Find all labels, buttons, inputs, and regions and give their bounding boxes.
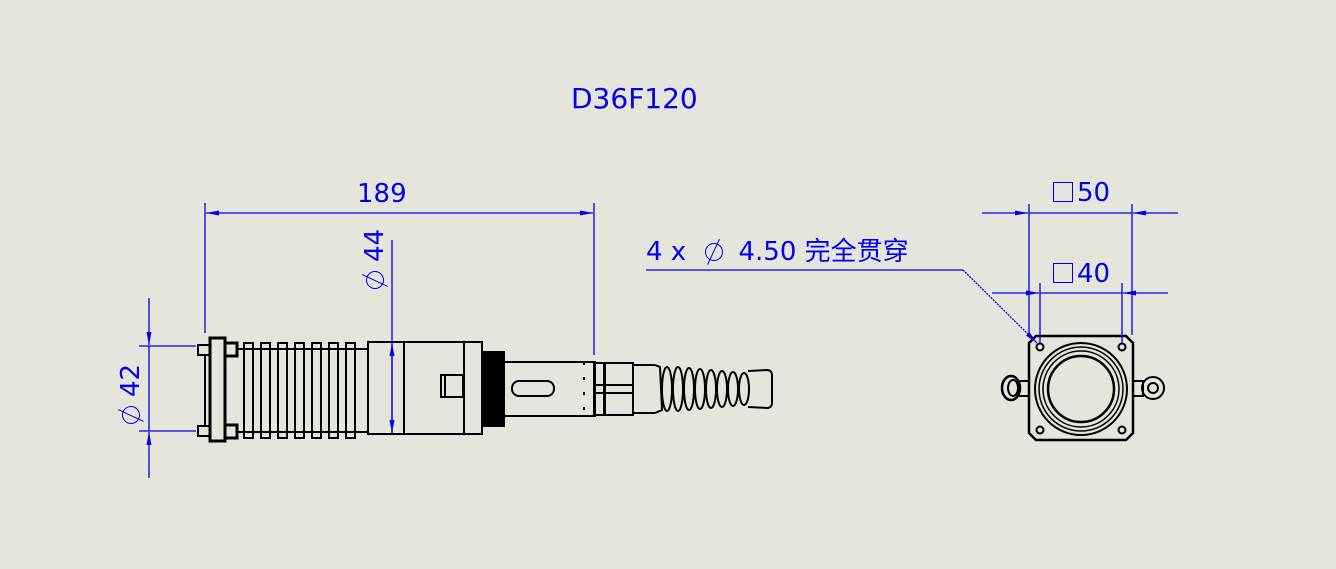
diameter-symbol-icon [704, 239, 724, 263]
hole-callout-note: 4 x 4.50 完全贯穿 [646, 239, 909, 265]
strain-relief-spring [654, 364, 773, 414]
dimension-body-diameter: 44 [360, 228, 390, 290]
dimension-value: 44 [360, 228, 390, 262]
hole-type: 完全贯穿 [804, 237, 909, 267]
dimension-value: 189 [357, 179, 407, 209]
square-symbol-icon [1053, 263, 1073, 283]
mounting-hole-tr [1117, 342, 1127, 352]
mounting-hole-br [1117, 425, 1127, 435]
dimension-overall-length: 189 [357, 181, 407, 207]
diameter-symbol-icon [362, 270, 386, 290]
mounting-hole-tl [1035, 342, 1045, 352]
side-view [197, 336, 773, 443]
dimension-value: 50 [1077, 178, 1111, 208]
ribbed-body [237, 342, 368, 439]
dimension-hole-spacing-square: 40 [1053, 261, 1110, 287]
mounting-hole-bl [1035, 425, 1045, 435]
cylinder-body [367, 341, 596, 435]
drawing-title: D36F120 [571, 82, 698, 115]
dimension-flange-diameter: 42 [116, 363, 146, 425]
cable-gland [593, 362, 655, 416]
dimension-value: 40 [1077, 259, 1111, 289]
square-symbol-icon [1053, 182, 1073, 202]
front-view-dimensions [646, 204, 1178, 344]
diameter-symbol-icon [118, 405, 142, 425]
hole-count: 4 x [646, 237, 687, 267]
front-view [1000, 334, 1165, 442]
side-view-dimensions [139, 203, 595, 478]
dimension-value: 42 [116, 363, 146, 397]
flange-end [197, 336, 239, 443]
dimension-outer-square: 50 [1053, 180, 1110, 206]
hole-diameter: 4.50 [738, 237, 797, 267]
